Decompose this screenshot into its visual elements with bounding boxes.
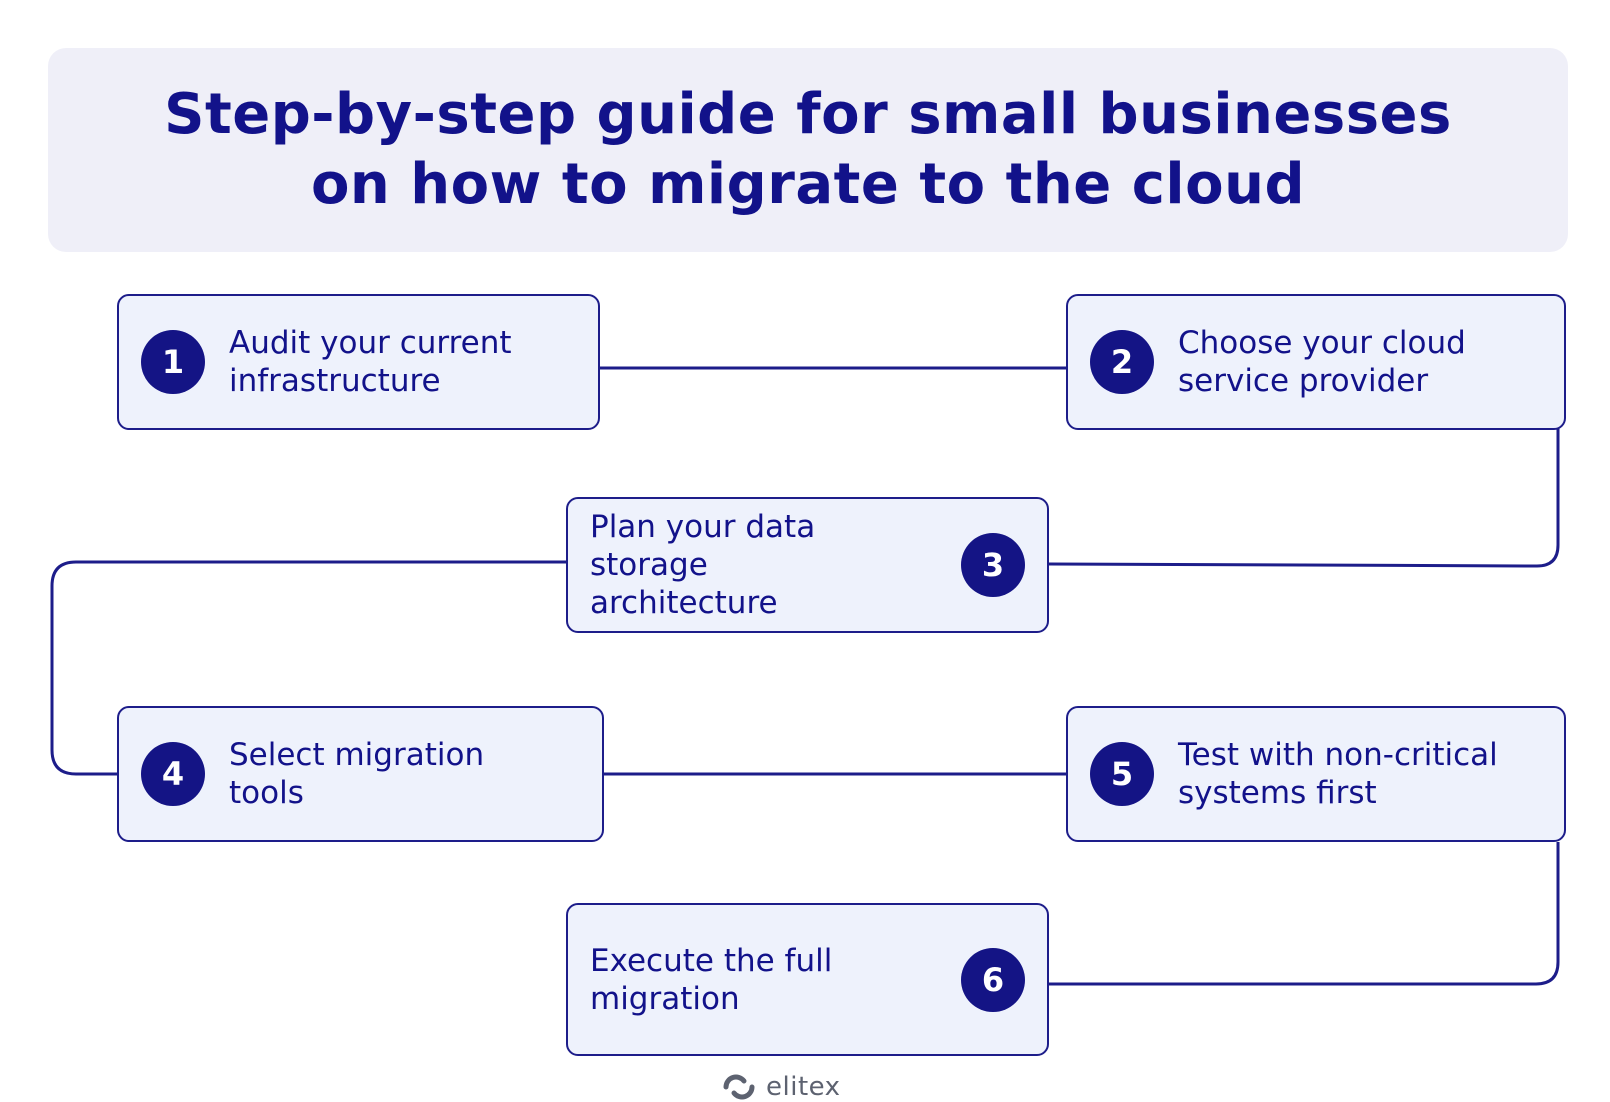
connector-5-6 (1049, 842, 1560, 986)
step-2-card: 2 Choose your cloud service provider (1066, 294, 1566, 430)
step-6-card: Execute the full migration 6 (566, 903, 1049, 1056)
step-1-label: Audit your current infrastructure (229, 325, 512, 399)
step-2-number-badge: 2 (1090, 330, 1154, 394)
step-6-number-badge: 6 (961, 947, 1025, 1012)
step-4-label: Select migration tools (229, 737, 485, 811)
step-3-card: Plan your data storage architecture 3 (566, 497, 1049, 633)
connector-3-4 (50, 560, 566, 776)
step-5-label: Test with non-critical systems first (1178, 737, 1498, 811)
step-4-card: 4 Select migration tools (117, 706, 604, 842)
step-6-label: Execute the full migration (590, 942, 833, 1017)
step-4-number-badge: 4 (141, 742, 205, 806)
brand-footer: elitex (722, 1072, 841, 1102)
step-3-number-badge: 3 (961, 533, 1025, 597)
brand-name: elitex (766, 1072, 841, 1102)
step-3-label: Plan your data storage architecture (590, 509, 816, 621)
step-1-card: 1 Audit your current infrastructure (117, 294, 600, 430)
connector-2-3 (1048, 428, 1560, 568)
title-line-1: Step-by-step guide for small businesses (164, 82, 1452, 147)
title-banner: Step-by-step guide for small businesses … (48, 48, 1568, 252)
step-5-number-badge: 5 (1090, 742, 1154, 806)
elitex-logo-icon (723, 1074, 755, 1100)
title-line-2: on how to migrate to the cloud (310, 152, 1306, 217)
page-title: Step-by-step guide for small businesses … (164, 80, 1452, 220)
step-2-label: Choose your cloud service provider (1178, 325, 1466, 399)
step-1-number-badge: 1 (141, 330, 205, 394)
step-5-card: 5 Test with non-critical systems first (1066, 706, 1566, 842)
